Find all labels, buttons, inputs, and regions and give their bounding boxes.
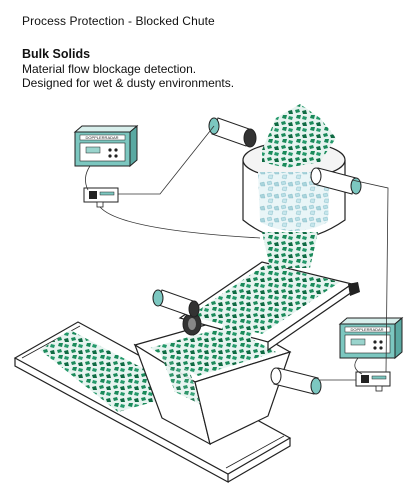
description-line-2: Designed for wet & dusty environments.: [22, 76, 235, 90]
page-title: Process Protection - Blocked Chute: [22, 14, 215, 28]
section-heading: Bulk Solids: [22, 47, 91, 61]
sensor-head-icon: [270, 367, 322, 395]
description-line-1: Material flow blockage detection.: [22, 62, 197, 76]
controller-label: DOPPLERRADAR: [350, 327, 383, 332]
sensor-head-icon: [208, 117, 257, 148]
chute-material-light: [258, 172, 330, 231]
relay-module-icon: [355, 371, 391, 392]
sensor-head-icon: [152, 289, 200, 318]
lower-belt-material: [40, 330, 160, 412]
controller-unit-icon: DOPPLERRADAR: [338, 316, 404, 360]
incline-conveyor: [178, 261, 360, 352]
controller-label: DOPPLERRADAR: [85, 135, 118, 140]
signal-cables: [85, 125, 389, 381]
controller-unit-icon: DOPPLERRADAR: [73, 124, 139, 168]
sensor-head-icon: [310, 167, 362, 195]
hopper-inflow-material: [262, 104, 336, 168]
hopper-outflow-material: [262, 232, 318, 268]
relay-module-icon: [83, 187, 119, 208]
